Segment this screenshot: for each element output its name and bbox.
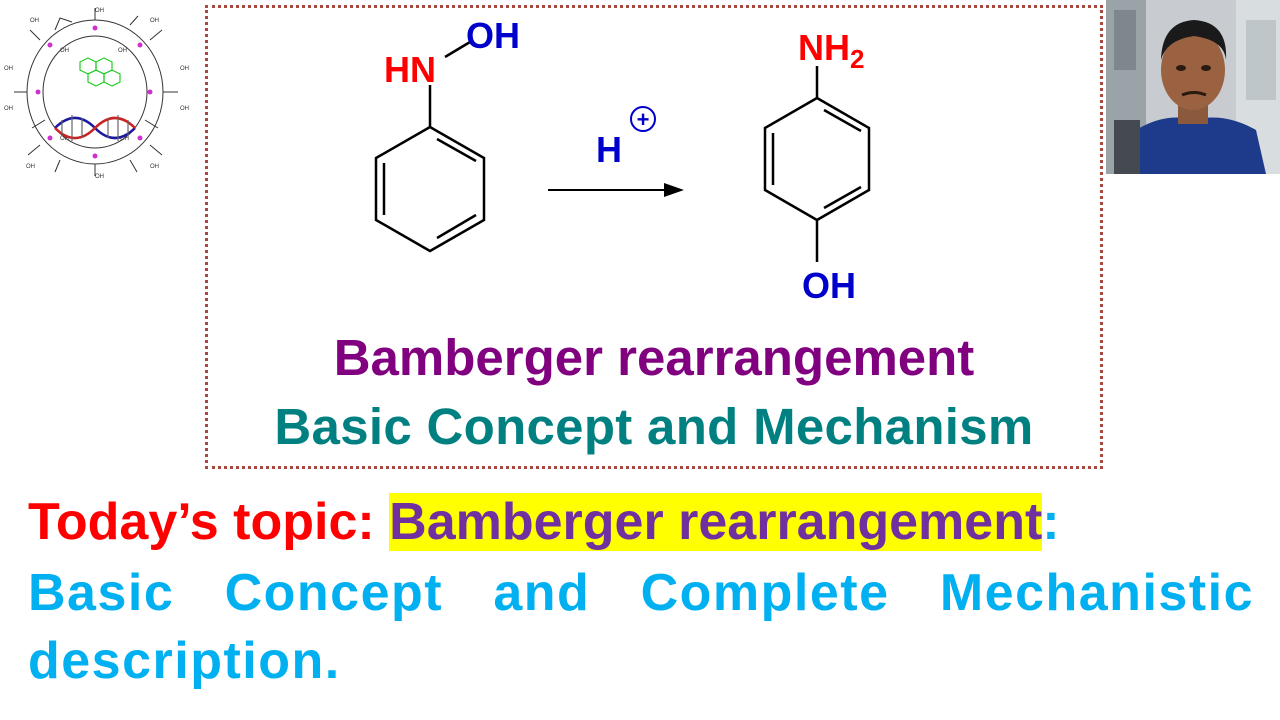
reactant-amine-label: HN <box>384 49 436 90</box>
product-hydroxyl-label: OH <box>802 265 856 306</box>
reagent-proton-label: H <box>596 129 622 170</box>
svg-text:OH: OH <box>60 136 69 142</box>
product-amine-label: NH2 <box>798 27 864 74</box>
title-frame <box>205 5 1103 469</box>
reagent-charge-label: + <box>637 107 650 132</box>
reaction-arrow <box>548 183 684 197</box>
cyclodextrin-logo-icon: OH OH OH OH OH OH OH OH OH OH OH OH OH OH <box>0 0 200 180</box>
topic-line-1: Today’s topic: Bamberger rearrangement: <box>28 490 1258 554</box>
reactant-structure <box>374 40 486 253</box>
svg-text:OH: OH <box>150 164 159 170</box>
svg-text:OH: OH <box>60 48 69 54</box>
presenter-photo <box>1106 0 1280 174</box>
topic-prefix: Today’s topic: <box>28 493 390 551</box>
svg-text:OH: OH <box>95 174 104 180</box>
title-line-2: Basic Concept and Mechanism <box>274 398 1034 455</box>
topic-highlight: Bamberger rearrangement <box>389 493 1043 551</box>
reactant-hydroxyl-label: OH <box>466 15 520 56</box>
positive-charge-icon <box>630 106 656 132</box>
reaction-scheme: HN OH H + NH2 OH <box>374 15 871 306</box>
svg-text:OH: OH <box>26 164 35 170</box>
svg-text:OH: OH <box>95 8 104 14</box>
svg-text:OH: OH <box>180 106 189 112</box>
svg-text:OH: OH <box>120 136 129 142</box>
svg-text:OH: OH <box>4 106 13 112</box>
topic-line-3: description. <box>28 632 341 690</box>
product-structure <box>763 66 871 262</box>
topic-colon: : <box>1042 493 1060 551</box>
title-line-1: Bamberger rearrangement <box>333 329 975 386</box>
topic-line-2: Basic Concept and Complete Mechanistic <box>28 564 1254 622</box>
product-amine-subscript: 2 <box>850 44 864 74</box>
svg-text:OH: OH <box>118 48 127 54</box>
svg-text:OH: OH <box>4 66 13 72</box>
svg-text:OH: OH <box>30 18 39 24</box>
svg-text:OH: OH <box>180 66 189 72</box>
svg-text:OH: OH <box>150 18 159 24</box>
